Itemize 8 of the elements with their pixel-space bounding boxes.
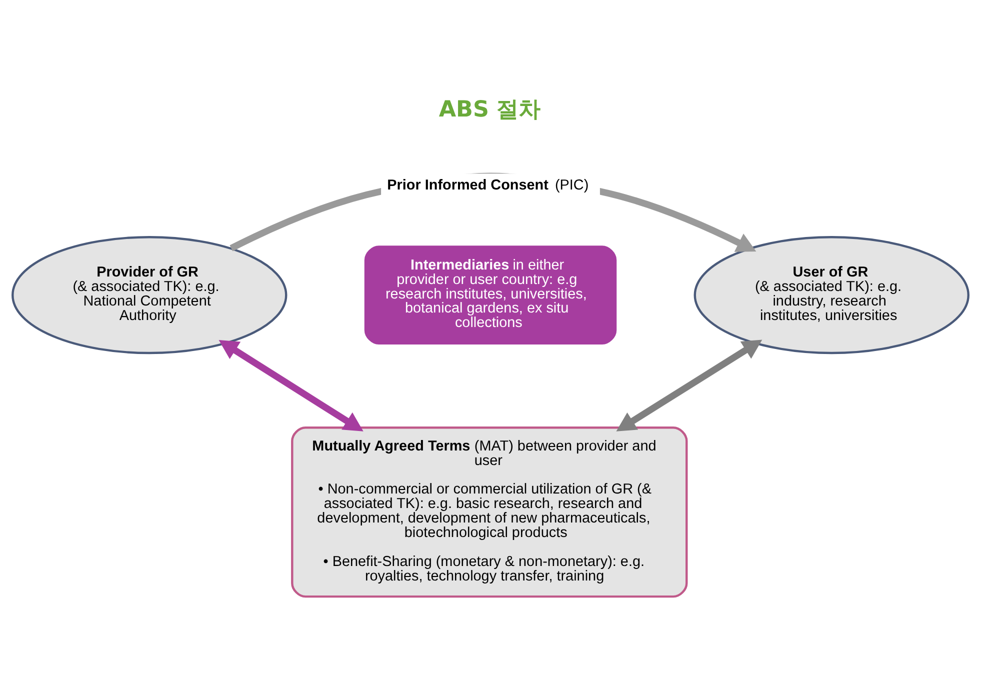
node-ellipse: Provider of GR (& associated TK): e.g. National Competent Authority <box>12 236 288 354</box>
diagram-title: ABS 절차 <box>438 96 541 123</box>
edge-label: Prior Informed Consent (PIC) <box>387 178 589 194</box>
node-box: Mutually Agreed Terms (MAT) between provider and user • Non-commercial or commercial utilization of GR (& associated TK): e.g. basic research, research and development, development of new pharmaceuticals, biotechnological products • Benefit-Sharing (monetary & non-monetary): e.g. royalties, technology transfer, training <box>291 426 688 598</box>
arrow <box>616 340 762 432</box>
node-box: Intermediaries in either provider or user country: e.g research institutes, universities, botanical gardens, ex situ collections <box>364 246 617 344</box>
node-ellipse: User of GR (& associated TK): e.g. industry, research institutes, universities <box>694 236 970 354</box>
arrow <box>218 340 364 432</box>
